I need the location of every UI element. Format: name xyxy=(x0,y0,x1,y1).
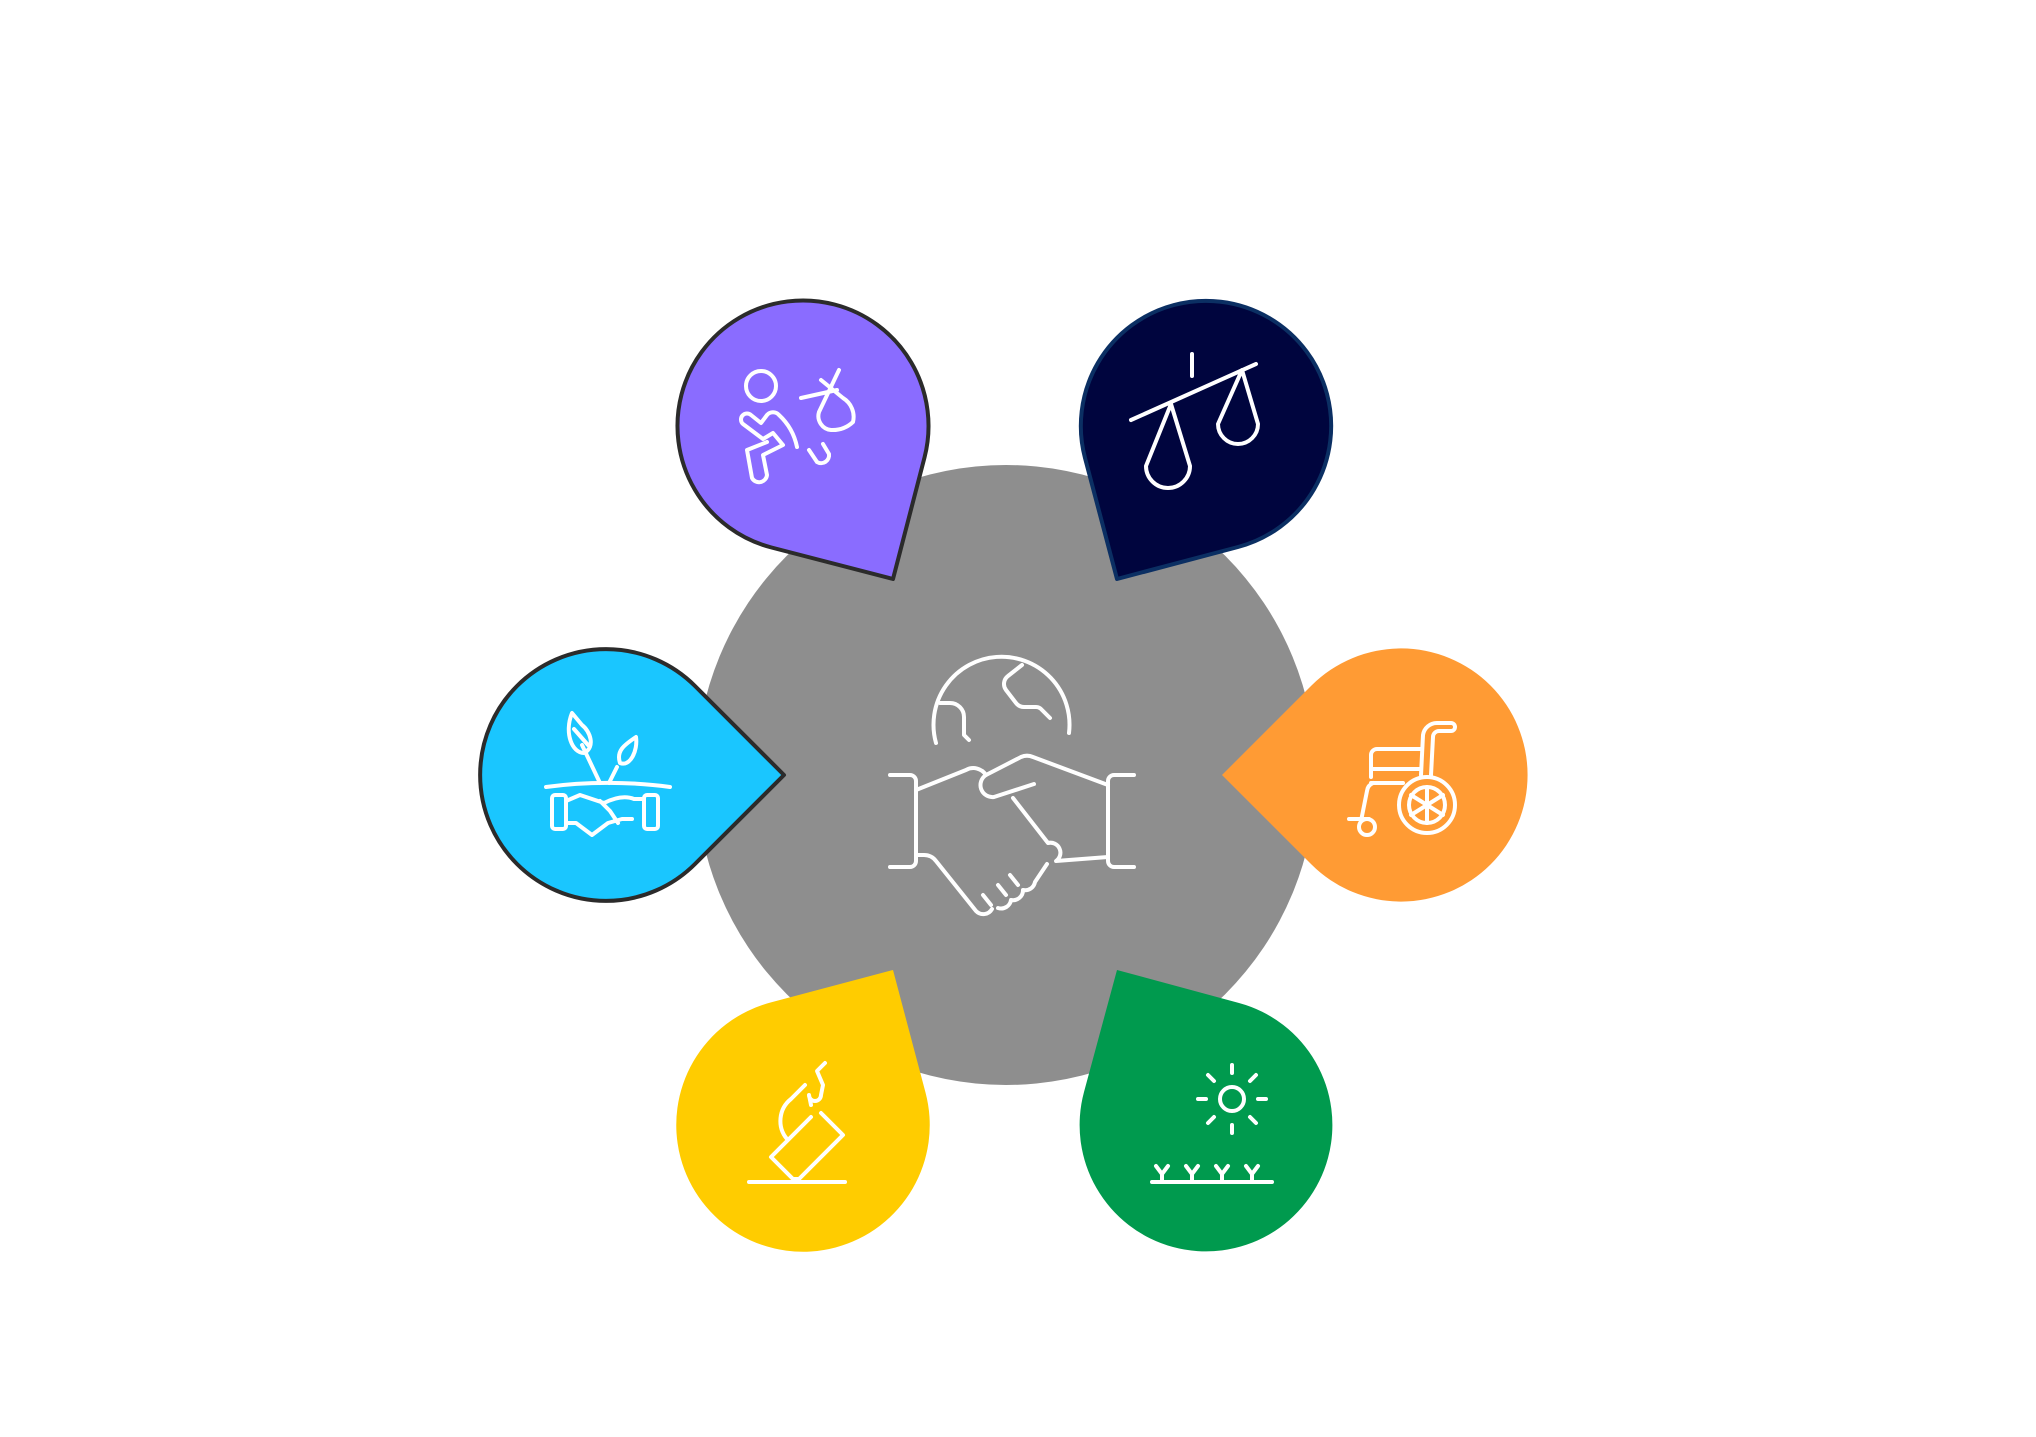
globe-handshake-icon xyxy=(888,654,1136,917)
petal-orange xyxy=(1222,648,1528,902)
petal-yellow xyxy=(676,970,930,1252)
wheelchair-icon xyxy=(1347,720,1457,837)
petal-navy xyxy=(1078,298,1334,581)
sun-grass-icon xyxy=(1150,1063,1274,1184)
center-hub xyxy=(696,465,1316,1085)
petal-cyan xyxy=(478,647,786,903)
handshake-sprout-icon xyxy=(544,711,672,837)
petal-green xyxy=(1079,970,1333,1252)
ballot-vote-icon xyxy=(747,1061,847,1184)
justice-scales-icon xyxy=(1129,352,1260,490)
petal-purple xyxy=(675,298,931,581)
person-bird-icon xyxy=(739,368,856,485)
